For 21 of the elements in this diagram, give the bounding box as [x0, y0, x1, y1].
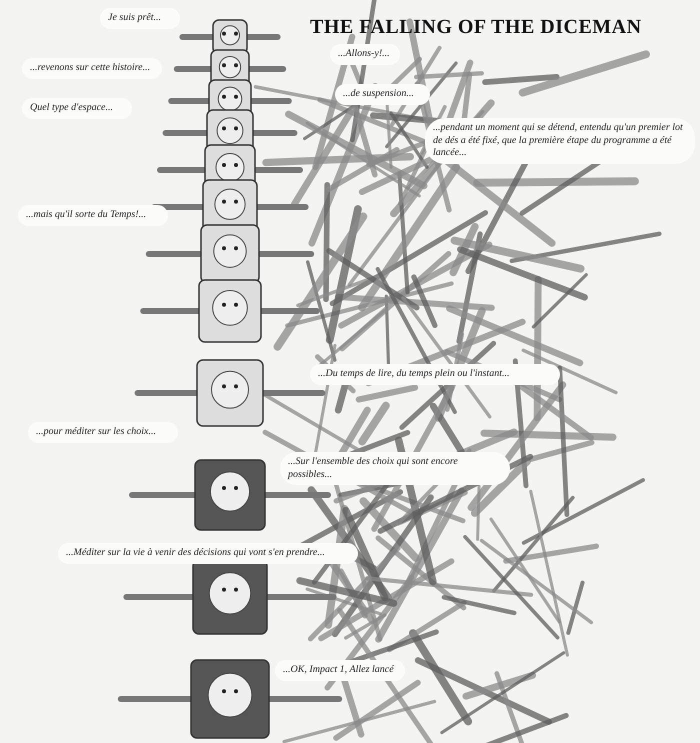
title: THE FALLING OF THE DICEMAN [310, 15, 642, 40]
speech-bubble [330, 44, 400, 64]
speech-bubble [275, 660, 405, 680]
speech-bubble [18, 205, 168, 226]
dialogue-text: ...revenons sur cette histoire... [30, 62, 150, 73]
speech-bubble [280, 452, 510, 485]
dialogue-text: ...pour méditer sur les choix... [36, 426, 156, 437]
dialogue-text: ...de suspension... [343, 88, 414, 99]
dialogue-text: ...Allons-y!... [338, 48, 390, 59]
dialogue-text: ...mais qu'il sorte du Temps!... [26, 209, 146, 220]
dialogue-text: Je suis prêt... [108, 12, 162, 23]
speech-bubble [425, 118, 695, 164]
dialogue-text: ...OK, Impact 1, Allez lancé [283, 664, 394, 675]
speech-bubble [335, 84, 430, 104]
speech-bubble [310, 364, 560, 384]
speech-bubble [58, 543, 358, 564]
dialogue-text: ...Sur l'ensemble des choix qui sont encore possibles... [288, 456, 458, 480]
dialogue-text: ...Du temps de lire, du temps plein ou l'instant... [318, 368, 510, 379]
dialogue-text: Quel type d'espace... [30, 102, 113, 113]
dialogue-text: ...pendant un moment qui se détend, entendu qu'un premier lot de dés a été fixé, que la première étape du programme a été lancée... [433, 122, 683, 158]
dialogue-text: ...Méditer sur la vie à venir des décisions qui vont s'en prendre... [66, 547, 325, 558]
